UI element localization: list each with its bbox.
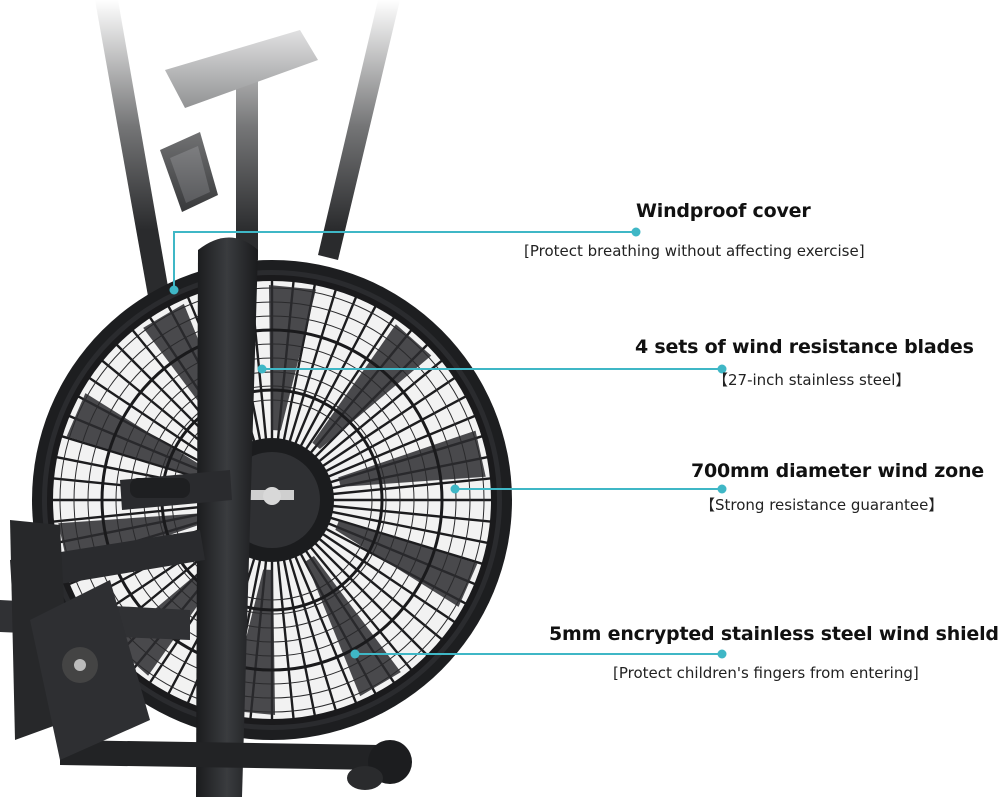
callout-title-resistance-blades: 4 sets of wind resistance blades xyxy=(635,336,974,358)
callout-subtitle-wind-shield: [Protect children's fingers from enterin… xyxy=(613,664,919,682)
callout-line-wind-zone-end-dot xyxy=(717,484,727,494)
callout-line-wind-zone-anchor-dot xyxy=(450,484,460,494)
callout-subtitle-windproof-cover: [Protect breathing without affecting exe… xyxy=(524,242,865,260)
callout-title-windproof-cover: Windproof cover xyxy=(636,200,811,222)
callout-line-windproof-cover-anchor-dot xyxy=(169,285,179,295)
callout-title-wind-shield: 5mm encrypted stainless steel wind shiel… xyxy=(549,623,999,645)
callout-line-resistance-blades-anchor-dot xyxy=(257,364,267,374)
callout-title-wind-zone: 700mm diameter wind zone xyxy=(691,460,984,482)
callout-line-wind-shield-anchor-dot xyxy=(350,649,360,659)
callout-subtitle-resistance-blades: 【27-inch stainless steel】 xyxy=(713,371,911,389)
callout-line-windproof-cover-end-dot xyxy=(631,227,641,237)
chain-guard xyxy=(10,520,150,760)
callout-line-wind-shield-end-dot xyxy=(717,649,727,659)
callout-subtitle-wind-zone: 【Strong resistance guarantee】 xyxy=(700,496,944,514)
callout-line-resistance-blades-end-dot xyxy=(717,364,727,374)
callout-lines xyxy=(169,227,727,659)
callout-line-windproof-cover xyxy=(173,231,636,290)
